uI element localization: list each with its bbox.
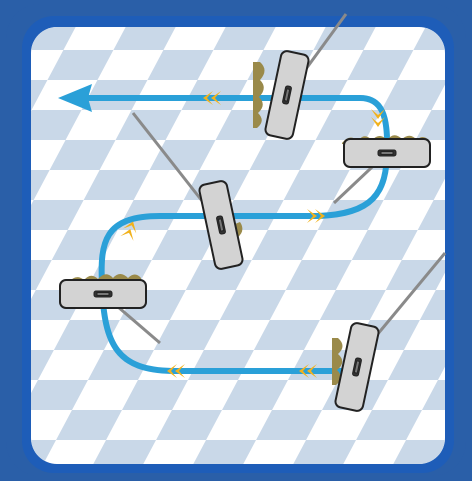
flat-mop-icon [344,139,430,167]
flat-mop-icon [60,280,146,308]
